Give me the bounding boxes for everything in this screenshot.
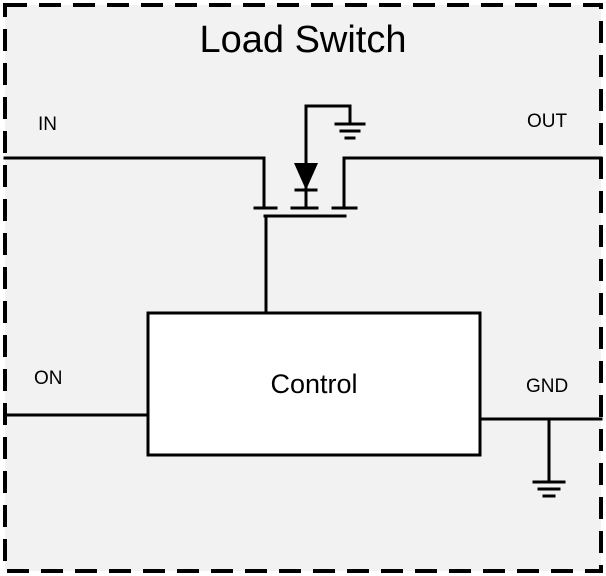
out-wire xyxy=(342,156,603,210)
in-wire xyxy=(3,156,266,210)
ground-icon xyxy=(532,480,566,498)
pin-label-in: IN xyxy=(38,114,57,135)
mosfet-symbol xyxy=(253,104,358,218)
ground-icon xyxy=(334,122,366,140)
pin-label-out: OUT xyxy=(527,111,568,132)
load-switch-boundary xyxy=(3,3,603,573)
diagram-title: Load Switch xyxy=(199,19,406,61)
control-label: Control xyxy=(270,369,357,399)
body-diode-arrow xyxy=(294,163,318,190)
control-block xyxy=(146,311,482,457)
pin-label-gnd: GND xyxy=(526,376,568,397)
pin-label-on: ON xyxy=(34,368,63,389)
